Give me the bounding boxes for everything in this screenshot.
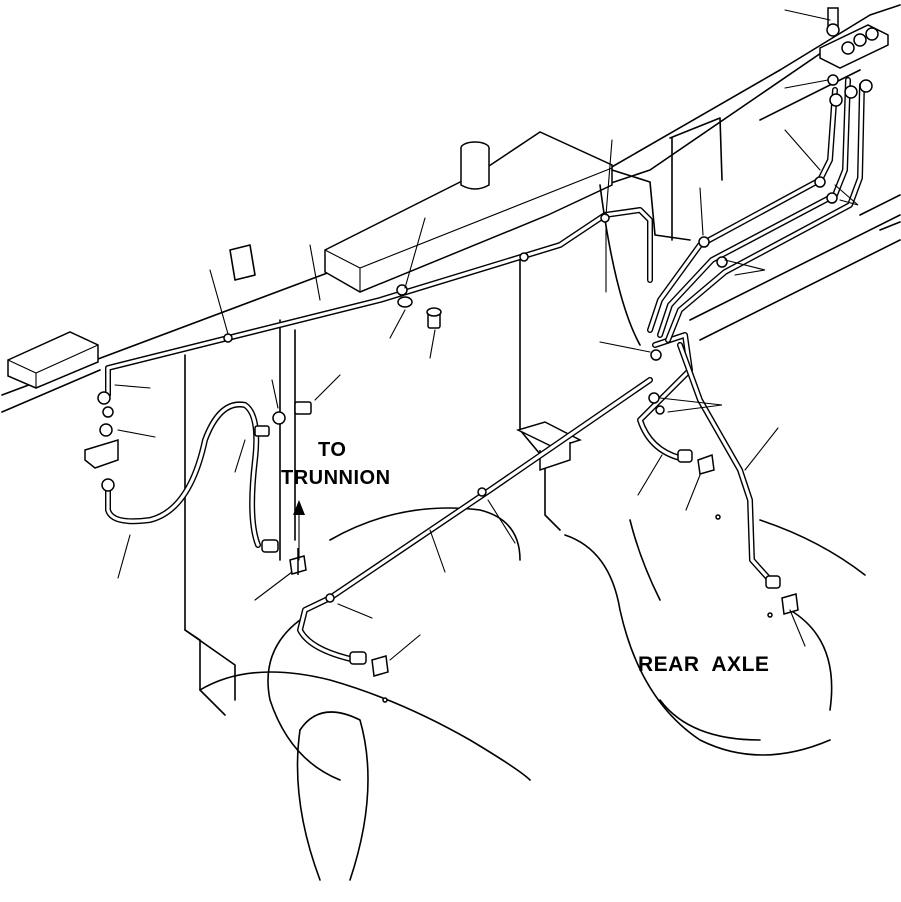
fittings — [84, 7, 889, 703]
rear-axle-label: REAR AXLE — [638, 653, 770, 676]
to-trunnion-label-line2: TRUNNION — [281, 467, 391, 489]
center-tank — [324, 131, 613, 293]
trunnion-arrow — [293, 500, 305, 561]
right-plate — [611, 117, 723, 241]
brake-tubes — [105, 77, 865, 663]
axle-housing — [199, 507, 866, 881]
to-trunnion-label-line1: TO — [318, 439, 347, 461]
left-tank-block — [7, 331, 99, 389]
leader-lines — [114, 9, 859, 661]
